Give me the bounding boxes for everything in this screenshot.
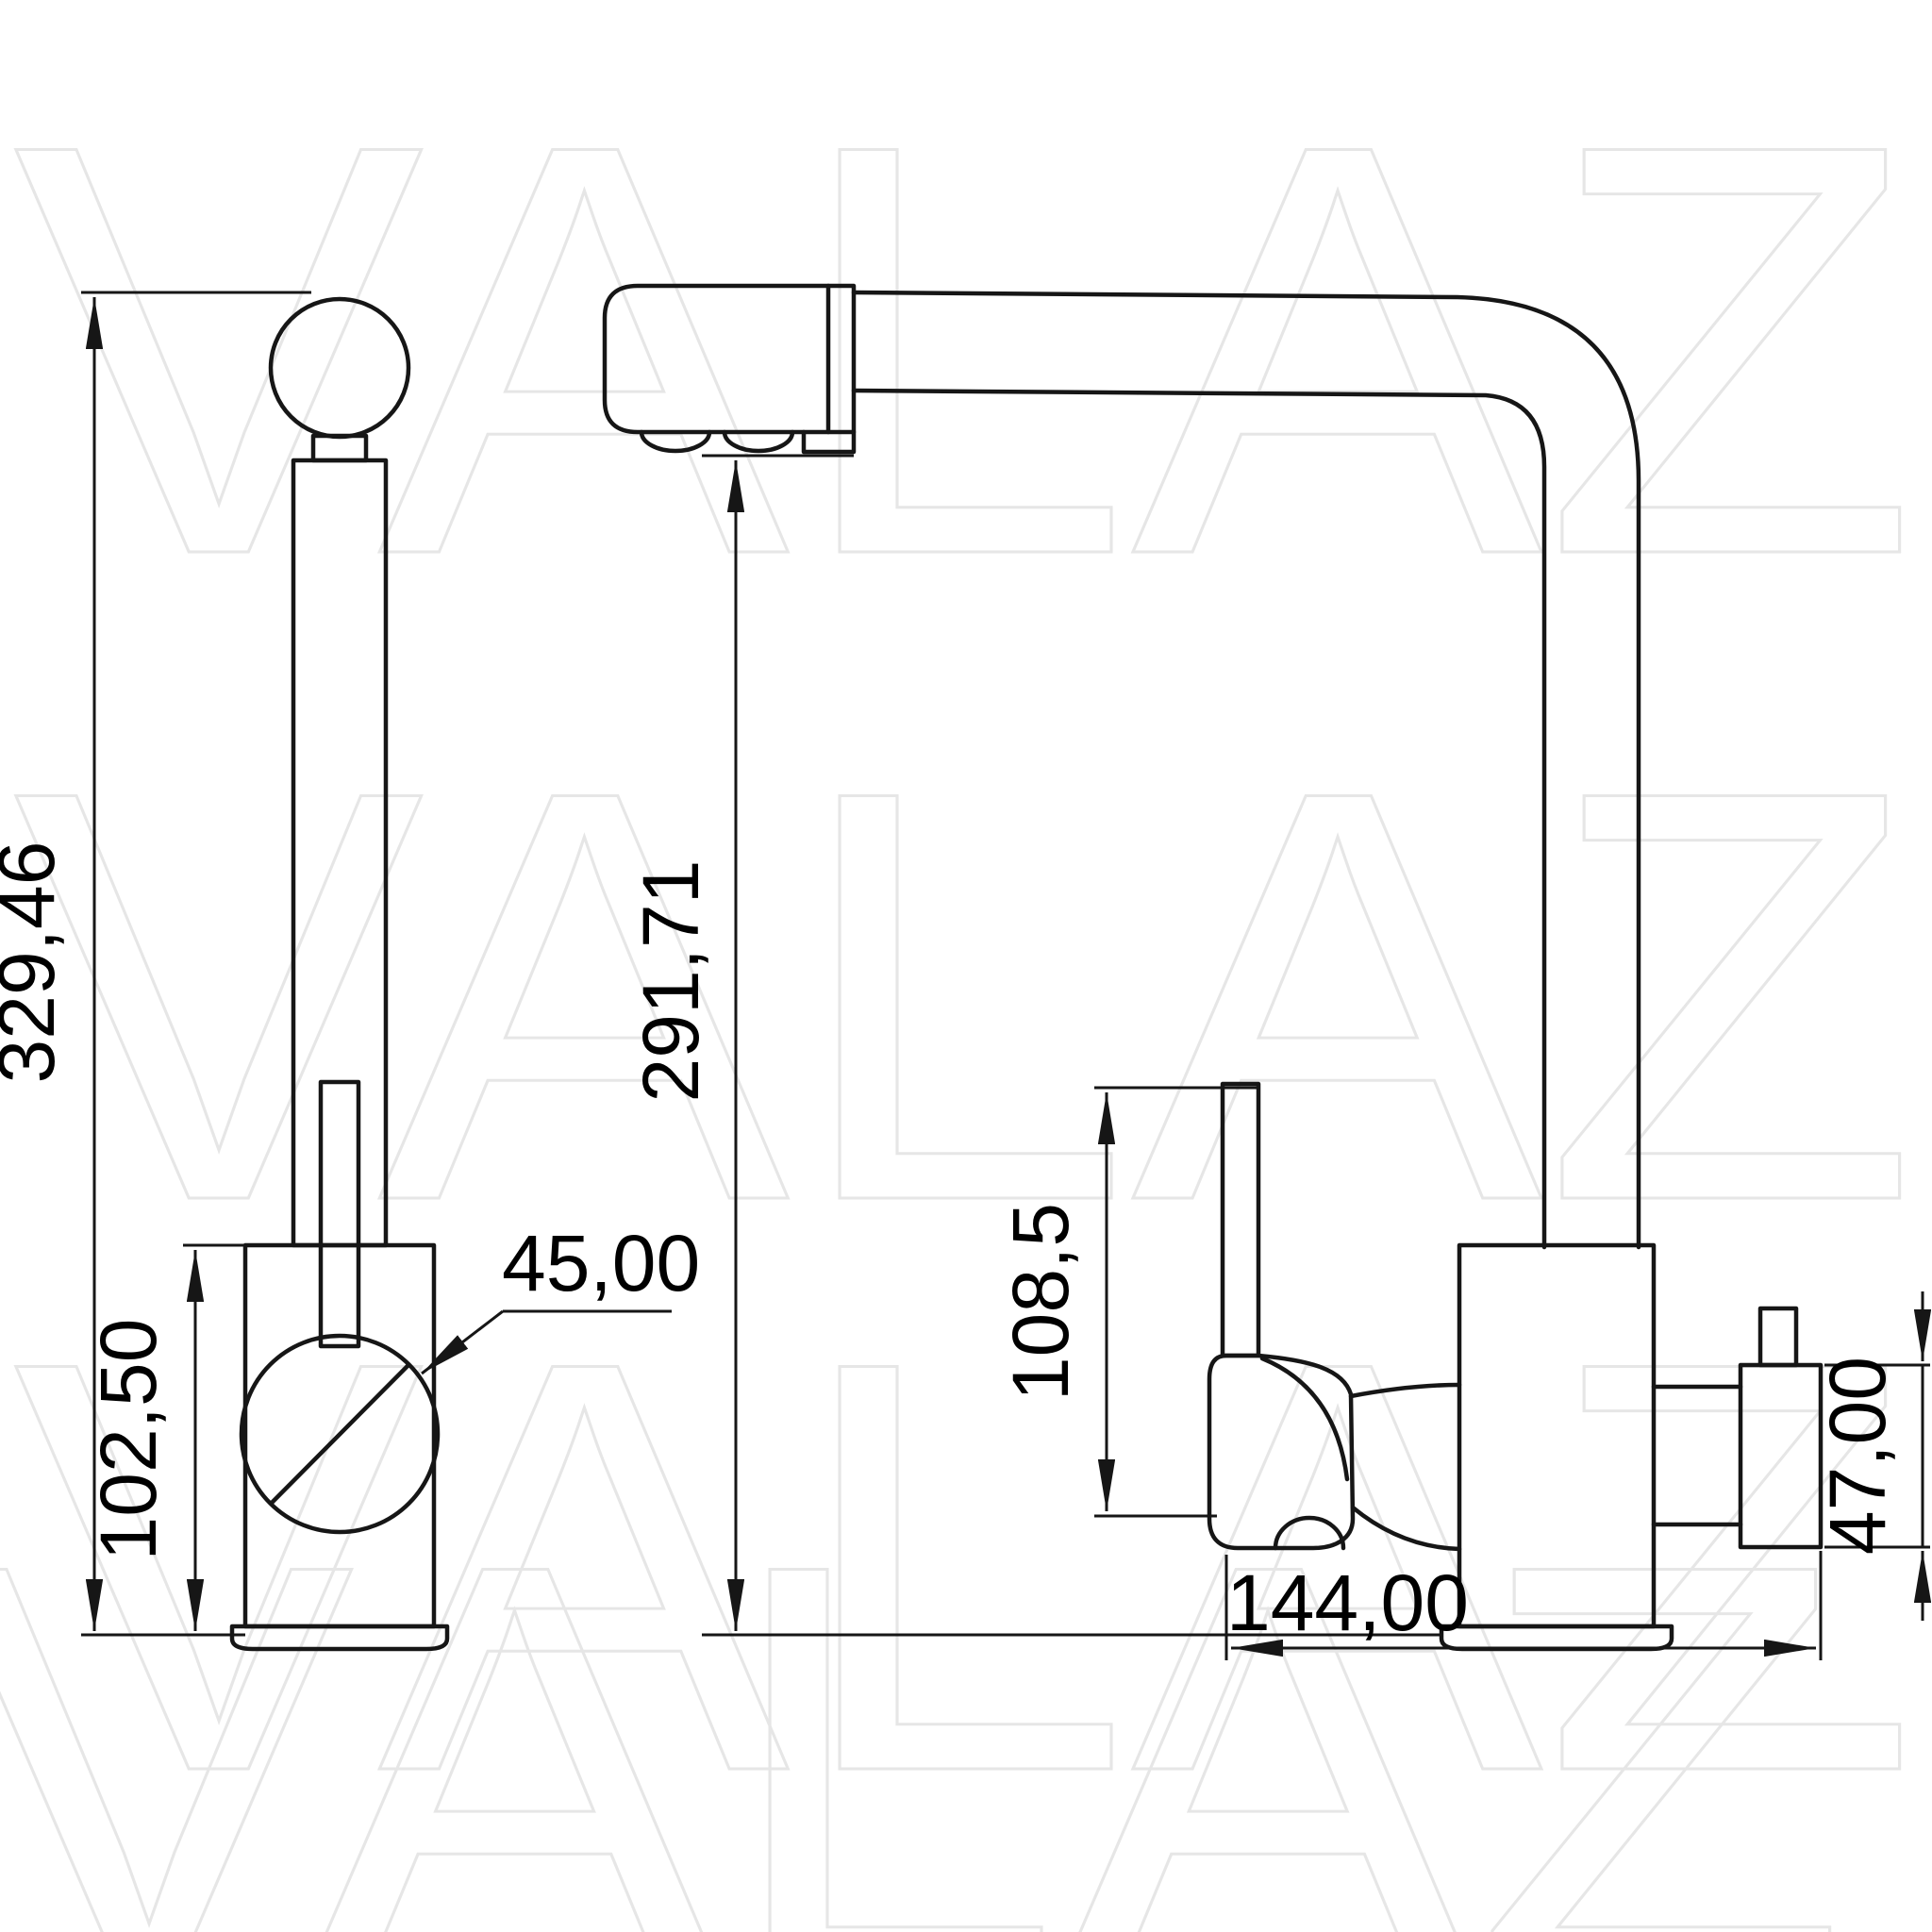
front-view: 329,46 102,50 45,00 (0, 291, 700, 1652)
front-lever-circle (239, 1333, 441, 1535)
dim-overall-height-label: 329,46 (0, 841, 71, 1084)
side-aerator-bump-right (722, 429, 795, 454)
side-outlet-block (1738, 1362, 1824, 1550)
side-aerator-step (801, 429, 857, 455)
side-view: 291,71 108,5 47,00 144,00 (602, 283, 1932, 1660)
side-lever-body-connector-top (1348, 1382, 1462, 1399)
dim-lever-diameter: 45,00 (421, 1219, 700, 1375)
watermark: VALAZ VALAZ VALAZ VALAZ (0, 23, 1921, 1932)
dim-lever-diameter-leader (421, 1309, 504, 1375)
dim-body-height-label: 102,50 (84, 1319, 173, 1561)
dim-handle-height-label: 108,5 (996, 1203, 1085, 1401)
dim-spout-height: 291,71 (626, 454, 1441, 1637)
side-lever-joint-arc (1259, 1356, 1350, 1482)
dim-lever-diameter-label: 45,00 (502, 1219, 700, 1307)
watermark-text-row4: VALAZ (0, 1443, 1849, 1932)
side-spout-inner-edge (851, 388, 1547, 1250)
front-handle-rod (318, 1079, 361, 1349)
watermark-text-row1: VALAZ (13, 24, 1919, 676)
front-lever-diagonal (269, 1362, 411, 1506)
side-aerator-bump-left (639, 429, 712, 454)
side-lever-body-connector-bottom (1350, 1505, 1462, 1552)
watermark-text-row3: VALAZ (13, 1241, 1919, 1893)
dim-spout-height-label: 291,71 (626, 860, 715, 1103)
dim-outlet-height: 47,00 (1813, 1291, 1932, 1621)
dim-overall-height: 329,46 (0, 291, 311, 1637)
side-lever-housing (1207, 1353, 1356, 1551)
watermark-text-row2: VALAZ (13, 670, 1919, 1323)
dim-handle-height: 108,5 (996, 1086, 1257, 1518)
side-spout-outer-edge (851, 290, 1641, 1250)
dim-reach: 144,00 (1224, 1551, 1823, 1660)
dim-outlet-height-label: 47,00 (1813, 1357, 1902, 1555)
side-lever-dome (1273, 1515, 1346, 1551)
side-spout-head (602, 283, 857, 435)
dim-body-height: 102,50 (84, 1243, 245, 1631)
front-base-plate (229, 1624, 450, 1652)
dim-reach-label: 144,00 (1226, 1558, 1469, 1647)
